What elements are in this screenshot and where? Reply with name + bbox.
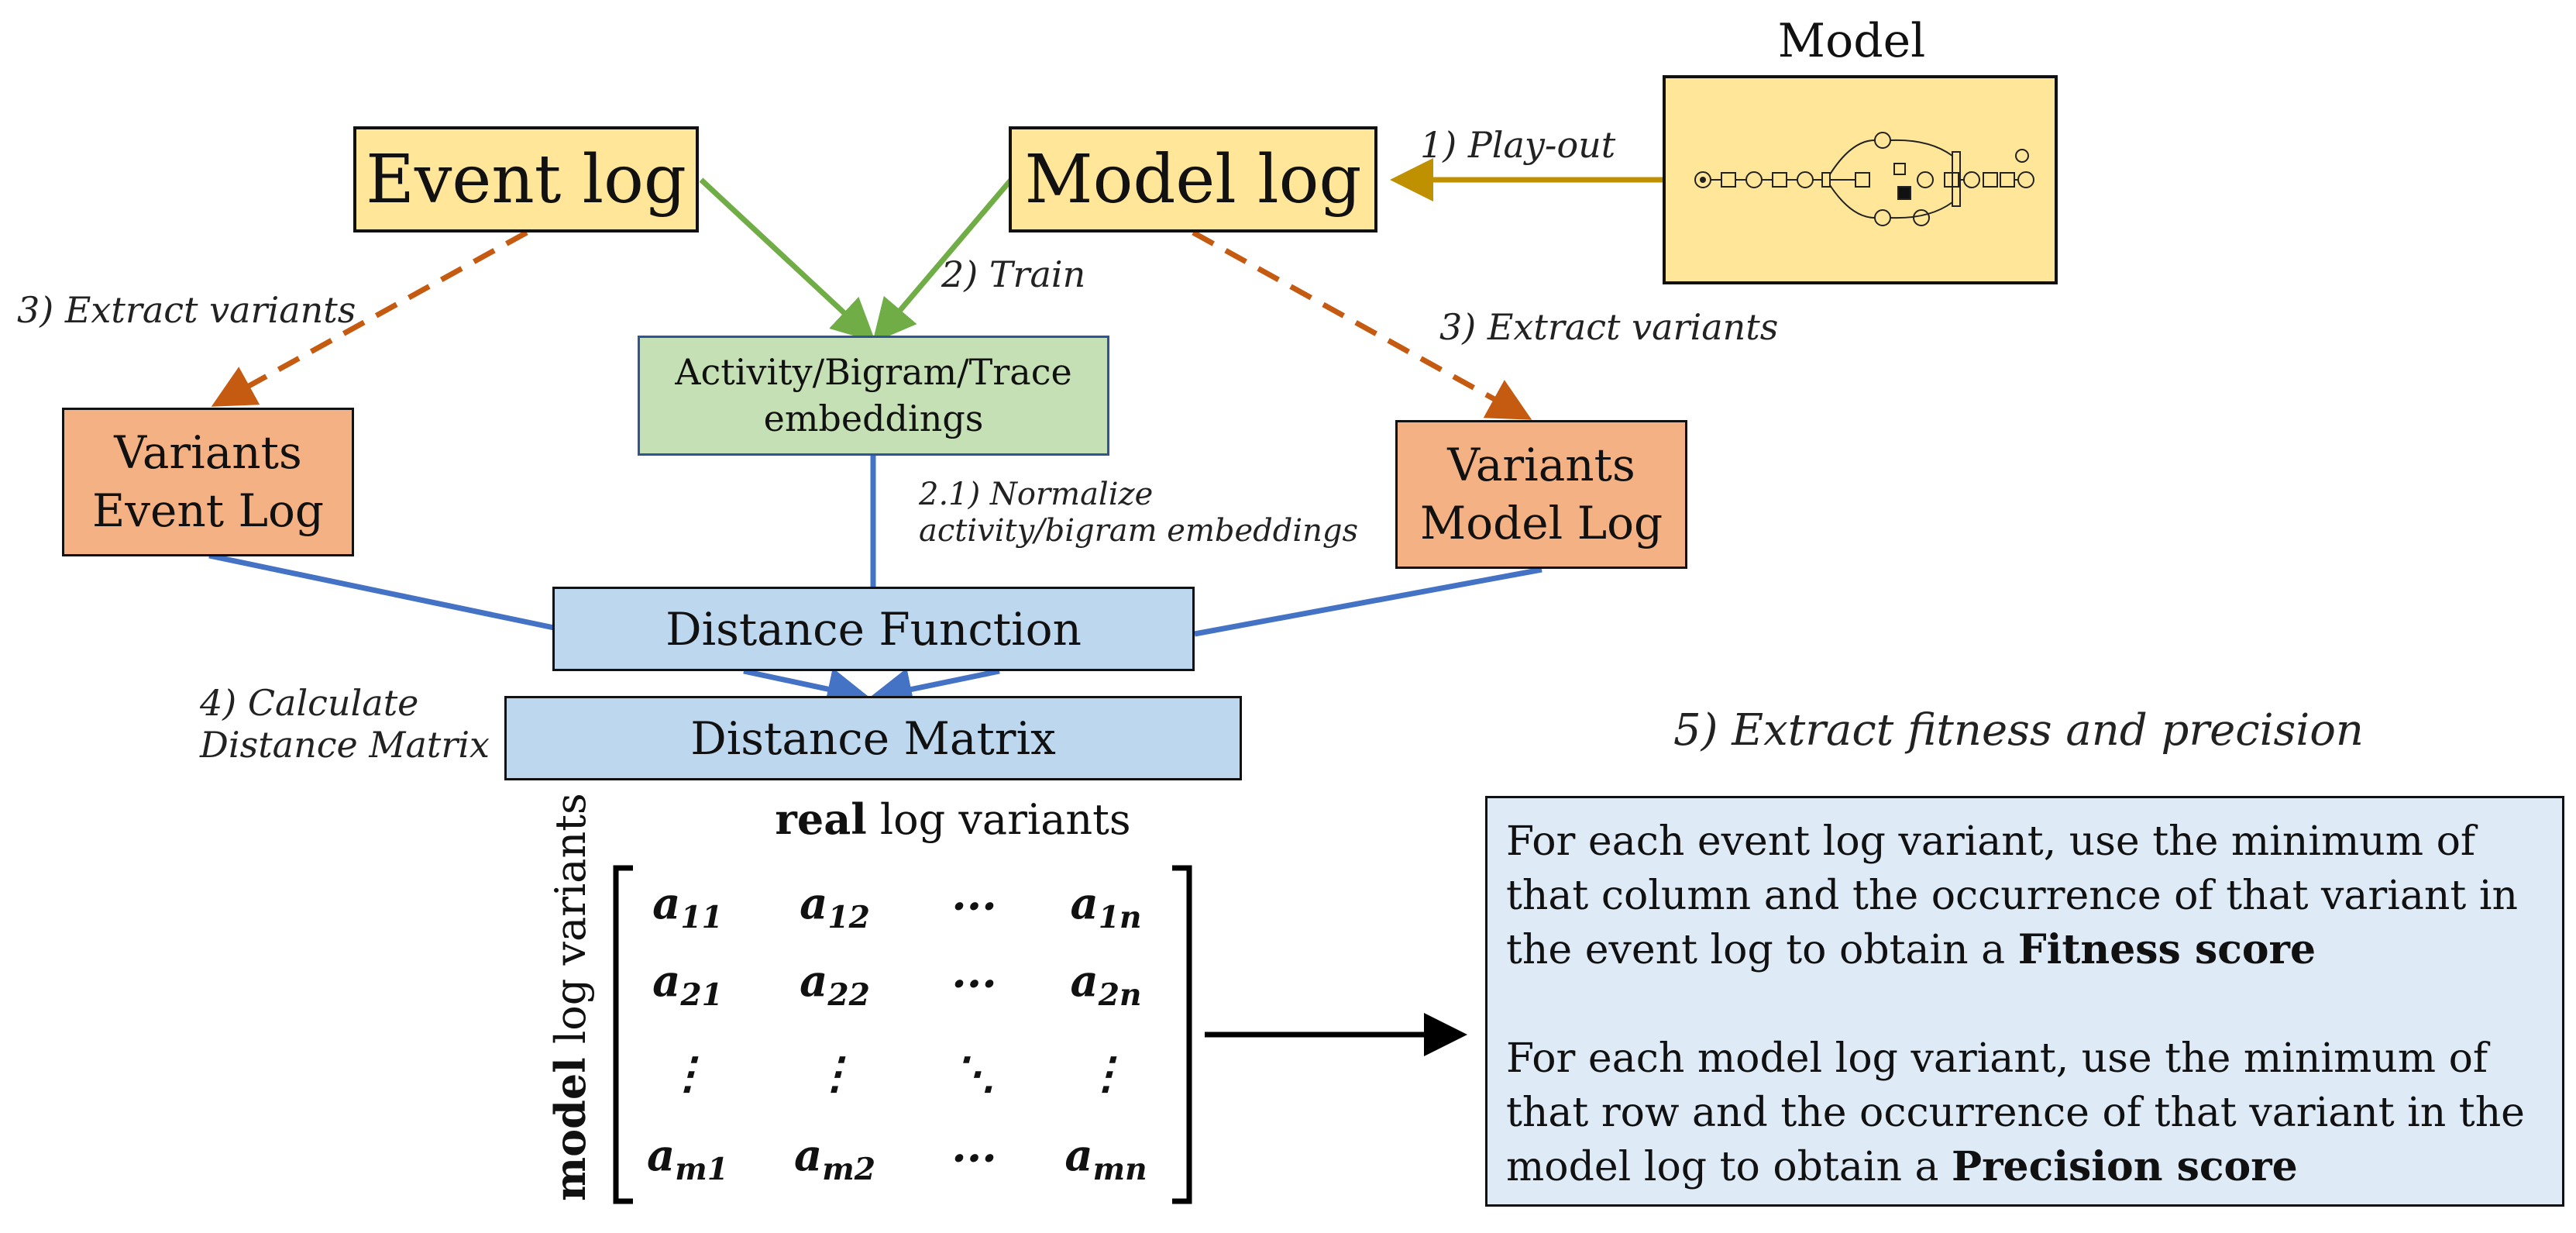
- variants-event-line2: Event Log: [91, 484, 325, 537]
- fitness-line-text: the event log to obtain a: [1506, 927, 2018, 974]
- flow-function-to-matrix-left: [743, 667, 871, 711]
- matrix-cell: ⋮: [1050, 1031, 1162, 1116]
- matrix-cell: a1n: [1050, 864, 1162, 949]
- fitness-line: For each event log variant, use the mini…: [1506, 818, 2476, 865]
- calculate-line2: Distance Matrix: [200, 724, 490, 766]
- matrix-cell-text: a1n: [1070, 877, 1142, 936]
- model-log-box: Model log: [1009, 126, 1377, 232]
- matrix-cell-text: a22: [800, 955, 870, 1014]
- extract-variants-right-label: 3) Extract variants: [1439, 306, 1779, 348]
- calculate-label: 4) Calculate Distance Matrix: [200, 682, 490, 766]
- train-label: 2) Train: [941, 253, 1086, 295]
- event-log-label: Event log: [366, 140, 686, 219]
- variants-event-log-box: Variants Event Log: [62, 408, 354, 556]
- distance-function-box: Distance Function: [552, 587, 1195, 671]
- matrix-cell: ···: [918, 942, 1030, 1027]
- matrix-column-header: real log variants: [674, 794, 1232, 844]
- train-arrow-model: [872, 177, 1013, 343]
- precision-line: that row and the occurrence of that vari…: [1506, 1089, 2525, 1136]
- step5-label: 5) Extract fitness and precision: [1673, 705, 2364, 756]
- matrix-cell: a21: [631, 942, 744, 1027]
- matrix-cell-text: ···: [951, 881, 997, 932]
- normalize-line1: 2.1) Normalize: [919, 477, 1154, 512]
- flow-function-to-matrix-right: [868, 668, 1000, 711]
- precision-line: model log to obtain a Precision score: [1506, 1140, 2543, 1195]
- right-bracket: [1172, 865, 1192, 1204]
- matrix-column-header-rest: log variants: [879, 795, 1131, 844]
- matrix-cell: am2: [779, 1116, 891, 1201]
- matrix-row-header-bold: model: [545, 1057, 595, 1201]
- event-log-box: Event log: [353, 126, 699, 232]
- matrix-cell-text: a11: [652, 877, 723, 936]
- matrix-cell: ⋮: [779, 1031, 891, 1116]
- model-log-label: Model log: [1024, 140, 1362, 219]
- matrix-brackets: [613, 865, 1192, 1204]
- result-box: For each event log variant, use the mini…: [1485, 796, 2564, 1207]
- distance-function-label: Distance Function: [665, 602, 1082, 656]
- normalize-line2: activity/bigram embeddings: [919, 513, 1359, 549]
- precision-line-text: model log to obtain a: [1506, 1144, 1952, 1191]
- fitness-line: that column and the occurrence of that v…: [1506, 872, 2518, 919]
- matrix-grid: a11 a12 ··· a1n a21 a22 ··· a2n ⋮ ⋮ ⋱ ⋮ …: [631, 864, 1174, 1205]
- matrix-cell-text: am1: [646, 1129, 729, 1188]
- matrix-cell: ⋱: [918, 1031, 1030, 1116]
- matrix-cell-text: ⋮: [813, 1048, 857, 1099]
- matrix-cell: am1: [631, 1116, 744, 1201]
- matrix-row-3: ⋮ ⋮ ⋱ ⋮: [631, 1031, 1174, 1116]
- matrix-cell-text: ⋮: [665, 1048, 710, 1099]
- fitness-paragraph: For each event log variant, use the mini…: [1506, 815, 2543, 978]
- matrix-cell: a2n: [1050, 942, 1162, 1027]
- embeddings-line2: embeddings: [763, 397, 984, 439]
- matrix-cell: ···: [918, 864, 1030, 949]
- embeddings-line1: Activity/Bigram/Trace: [675, 350, 1072, 393]
- model-title: Model: [1777, 14, 1926, 68]
- calculate-line1: 4) Calculate: [200, 682, 419, 724]
- petri-net-image: [1694, 132, 2034, 226]
- matrix-row-header: model log variants: [545, 793, 595, 1201]
- matrix-column-header-bold: real: [775, 794, 867, 844]
- variants-model-line1: Variants: [1447, 438, 1635, 491]
- fitness-line: the event log to obtain a Fitness score: [1506, 923, 2543, 978]
- flow-variants-model-to-function: [1194, 567, 1543, 637]
- normalize-label: 2.1) Normalize activity/bigram embedding…: [919, 477, 1358, 549]
- left-bracket: [613, 865, 633, 1204]
- matrix-cell: amn: [1050, 1116, 1162, 1201]
- matrix-row-4: am1 am2 ··· amn: [631, 1116, 1174, 1201]
- train-arrow-event: [699, 177, 876, 343]
- extract-arrow-left: [211, 229, 528, 407]
- precision-paragraph: For each model log variant, use the mini…: [1506, 1032, 2543, 1195]
- matrix-cell-text: am2: [793, 1129, 876, 1188]
- matrix-cell: ⋮: [631, 1031, 744, 1116]
- matrix-cell-text: ⋮: [1084, 1048, 1128, 1099]
- matrix-cell-text: a12: [800, 877, 870, 936]
- extract-variants-left-label: 3) Extract variants: [17, 289, 356, 331]
- matrix-row-1: a11 a12 ··· a1n: [631, 864, 1174, 949]
- distance-matrix-box: Distance Matrix: [504, 696, 1242, 780]
- fitness-score-label: Fitness score: [2017, 926, 2316, 974]
- model-box: [1663, 75, 2058, 284]
- matrix-cell-text: a21: [652, 955, 723, 1014]
- precision-score-label: Precision score: [1952, 1143, 2298, 1191]
- matrix-cell: a12: [779, 864, 891, 949]
- variants-model-log-box: Variants Model Log: [1395, 420, 1687, 569]
- playout-label: 1) Play-out: [1420, 124, 1616, 166]
- matrix-cell-text: a2n: [1070, 955, 1142, 1014]
- matrix-cell: a11: [631, 864, 744, 949]
- distance-matrix-label: Distance Matrix: [690, 711, 1056, 765]
- matrix-row-header-rest: log variants: [546, 793, 595, 1045]
- extract-arrow-right: [1192, 229, 1532, 420]
- matrix-cell-text: ···: [951, 959, 997, 1010]
- variants-model-line2: Model Log: [1419, 497, 1663, 549]
- embeddings-box: Activity/Bigram/Trace embeddings: [638, 336, 1109, 456]
- matrix-cell: ···: [918, 1116, 1030, 1201]
- precision-line: For each model log variant, use the mini…: [1506, 1035, 2488, 1083]
- variants-event-line1: Variants: [114, 425, 302, 479]
- matrix-row-2: a21 a22 ··· a2n: [631, 942, 1174, 1027]
- matrix-cell: a22: [779, 942, 891, 1027]
- matrix-cell-text: ⋱: [952, 1048, 996, 1099]
- flow-variants-event-to-function: [208, 553, 555, 631]
- matrix-cell-text: ···: [951, 1133, 997, 1184]
- matrix-cell-text: amn: [1064, 1129, 1147, 1188]
